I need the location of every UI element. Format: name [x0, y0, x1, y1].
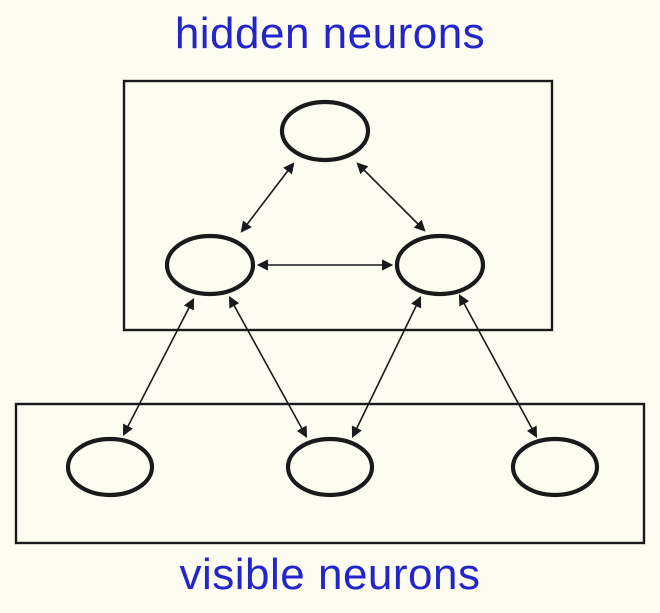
hidden-neuron-top: [279, 99, 371, 163]
edge-hiddenright-visibleright: [458, 294, 538, 438]
edge-hiddenleft-visiblemiddle: [228, 296, 308, 438]
edge-hiddentop-hiddenright: [356, 162, 426, 232]
edge-hiddenleft-visibleleft: [122, 298, 195, 436]
edge-hiddenright-visiblemiddle: [351, 295, 422, 439]
visible-neuron-middle: [285, 436, 375, 498]
edge-hiddentop-hiddenleft: [240, 162, 295, 233]
visible-neurons-label: visible neurons: [179, 550, 481, 599]
hidden-neuron-right: [394, 233, 486, 297]
hidden-neurons-label: hidden neurons: [174, 9, 486, 58]
visible-neuron-right: [510, 436, 600, 498]
visible-neurons-box: [14, 402, 646, 545]
hidden-neurons-box: [122, 79, 554, 332]
hidden-neuron-left: [164, 233, 256, 297]
visible-neuron-left: [65, 436, 155, 498]
